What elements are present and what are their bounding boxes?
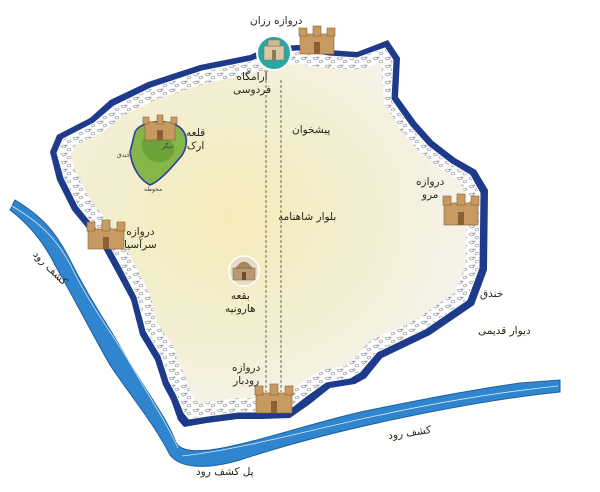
label-kashaf-bridge: پل کشف رود bbox=[196, 466, 254, 479]
haruniyeh-line1: بقعه bbox=[230, 290, 250, 302]
gate-marv-icon bbox=[442, 193, 480, 226]
arg-small-top-text: دیگر bbox=[162, 143, 173, 150]
haruniyeh-line2: هارونیه bbox=[225, 303, 256, 315]
gate-razan-icon bbox=[298, 25, 336, 55]
gate-sarasia-line2: سرآسیا bbox=[124, 239, 157, 251]
kashaf-river bbox=[9, 199, 561, 467]
arg-bottom-text: محوطه bbox=[144, 186, 163, 193]
arg-fortress-icon bbox=[129, 114, 188, 186]
shahnameh-text: بلوار شاهنامه bbox=[278, 211, 337, 223]
label-haruniyeh: بقعه هارونیه bbox=[225, 290, 256, 316]
gate-marv-line1: دروازه bbox=[416, 176, 445, 188]
gate-marv-line2: مرو bbox=[421, 189, 439, 201]
kashaf-bridge-text: پل کشف رود bbox=[196, 466, 254, 478]
shahnameh-boulevard bbox=[265, 80, 282, 392]
label-gate-razan: دروازه رزان bbox=[250, 15, 302, 28]
label-arg-small-top: دیگر bbox=[162, 143, 173, 150]
gate-rudbar-line1: دروازه bbox=[232, 362, 261, 374]
pishkhan-text: پیشخوان bbox=[292, 124, 331, 136]
arg-line1: قلعه bbox=[186, 127, 206, 139]
label-shahnameh-boulevard: بلوار شاهنامه bbox=[278, 211, 336, 224]
label-gate-marv: دروازه مرو bbox=[416, 176, 444, 202]
label-arg-bottom: محوطه bbox=[144, 186, 162, 193]
label-gate-rudbar: دروازه رودبار bbox=[232, 362, 260, 388]
ferdowsi-tomb-icon bbox=[256, 35, 292, 71]
gate-rudbar-line2: رودبار bbox=[233, 375, 260, 387]
tomb-line2: فردوسی bbox=[233, 84, 272, 96]
label-gate-sarasia: دروازه سرآسیا bbox=[124, 226, 157, 252]
haruniyeh-shrine-icon bbox=[228, 255, 260, 287]
tomb-line1: آرامگاه bbox=[236, 71, 268, 83]
old-wall-text: دیوار قدیمی bbox=[478, 325, 531, 337]
gate-razan-text: دروازه رزان bbox=[250, 15, 303, 27]
label-pishkhan: پیشخوان bbox=[292, 124, 330, 137]
label-moat-right: خندق bbox=[480, 288, 503, 301]
label-arg-fortress: قلعه ارک bbox=[186, 127, 205, 153]
label-ferdowsi-tomb: آرامگاه فردوسی bbox=[233, 71, 271, 97]
moat-right-text: خندق bbox=[480, 288, 504, 300]
gate-rudbar-icon bbox=[254, 383, 294, 414]
gate-sarasia-line1: دروازه bbox=[126, 226, 155, 238]
gate-sarasia-icon bbox=[86, 219, 126, 250]
arg-moat-text: خندق bbox=[117, 152, 131, 159]
label-arg-moat: خندق bbox=[117, 152, 130, 159]
arg-line2: ارک bbox=[186, 140, 205, 152]
label-old-wall: دیوار قدیمی bbox=[478, 325, 531, 338]
